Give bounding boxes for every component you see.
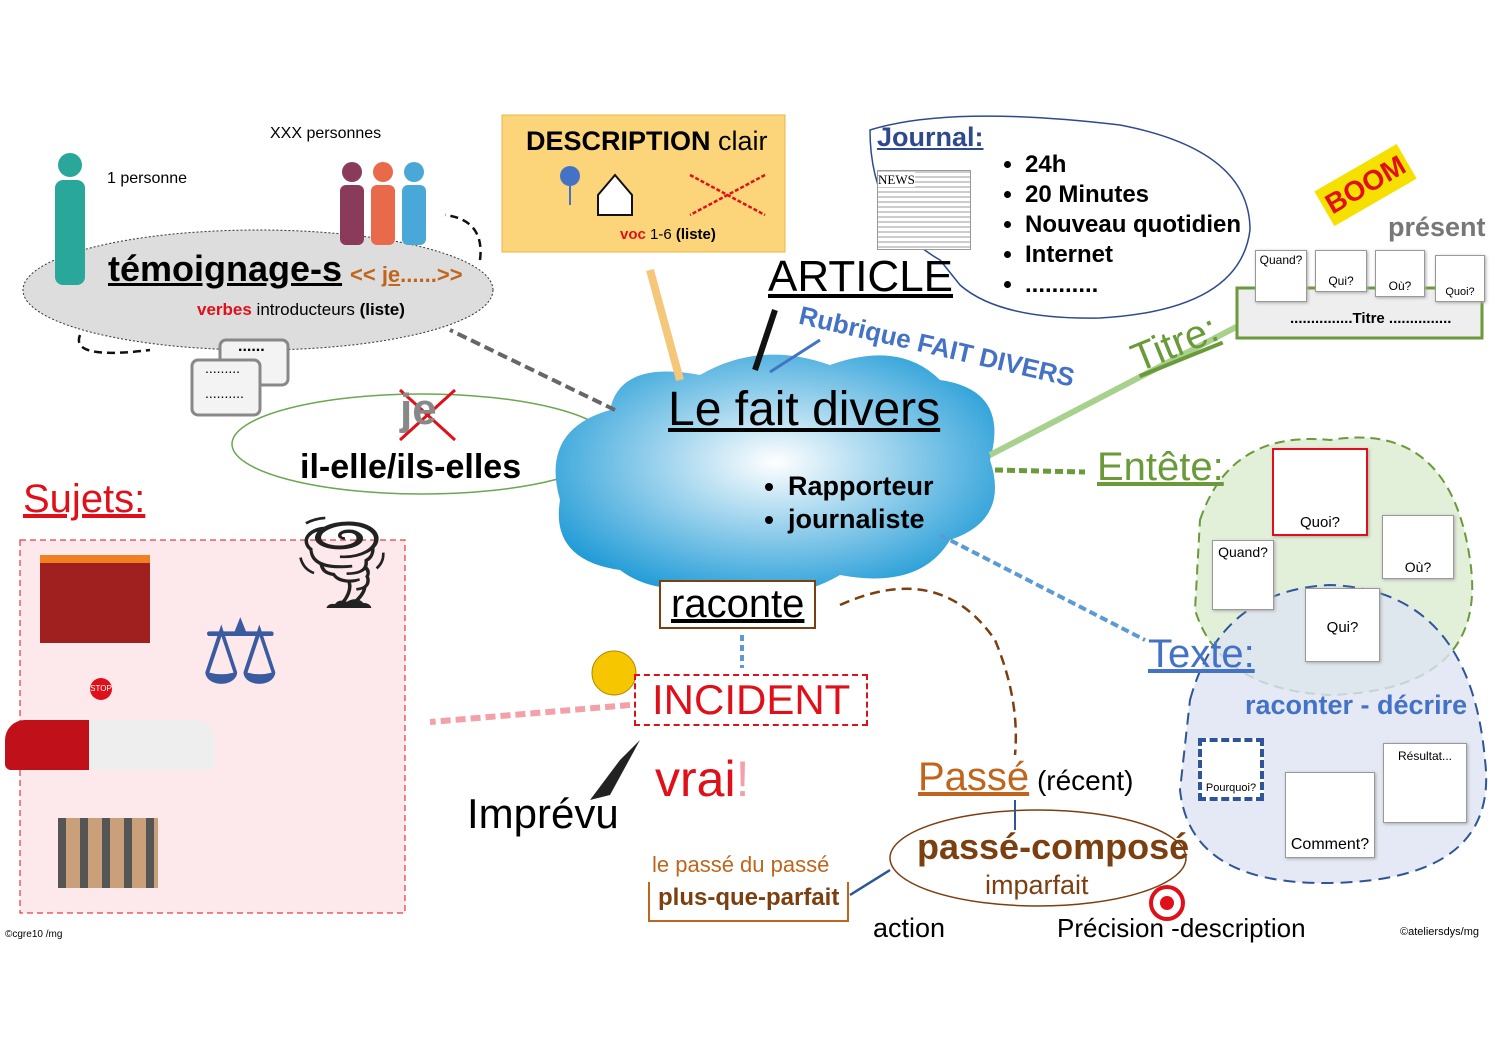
texte-card-resultat: Résultat... — [1383, 743, 1467, 823]
je-quote: << je......>> — [350, 262, 463, 288]
entete-label: Entête: — [1097, 445, 1224, 489]
sad-face-icon — [591, 650, 637, 696]
voc-range: 1-6 — [645, 226, 676, 243]
titre-card-ou: Où? — [1375, 250, 1425, 297]
vrai-word: vrai — [655, 751, 736, 807]
voc-liste: (liste) — [675, 226, 716, 243]
prison-icon — [58, 818, 158, 888]
pc-ellipse — [889, 809, 1187, 907]
imparfait-label: imparfait — [985, 870, 1089, 900]
passe-label: Passé (récent) — [918, 755, 1133, 800]
description-word: DESCRIPTION — [526, 126, 711, 156]
crossed-je: je — [400, 385, 437, 434]
entete-card-quand: Quand? — [1212, 540, 1274, 610]
je-word: je — [381, 262, 401, 287]
raconte-box: raconte — [659, 580, 817, 629]
journal-item: ........... — [1025, 270, 1241, 300]
cloud-shape — [555, 354, 995, 594]
center-bullet: journaliste — [788, 503, 934, 536]
credit-right: ©ateliersdys/mg — [1400, 926, 1480, 938]
entete-card-quoi: Quoi? — [1272, 448, 1368, 536]
description-title: DESCRIPTION clair — [526, 126, 768, 157]
verbes-word: verbes — [197, 300, 252, 319]
bubble-dots-2: ......... — [205, 360, 241, 376]
newspaper-icon: NEWS — [877, 170, 971, 250]
bubble-dots-1: ...... — [238, 338, 265, 355]
journal-list: 24h 20 Minutes Nouveau quotidien Interne… — [985, 150, 1241, 300]
bubble-dots-3: .......... — [205, 385, 244, 401]
news-label: NEWS — [878, 172, 915, 187]
house-fire-icon — [40, 555, 150, 643]
clair-word: clair — [710, 126, 768, 156]
entete-card-qui: Qui? — [1305, 588, 1380, 662]
titre-card-quand: Quand? — [1255, 250, 1307, 302]
present-label: présent — [1388, 212, 1486, 242]
temoignage-title: témoignage-s — [108, 248, 343, 289]
car-crash-icon — [5, 720, 215, 770]
sujets-label: Sujets: — [23, 477, 146, 521]
pqp-box: plus-que-parfait — [648, 882, 850, 922]
passe-word: Passé — [918, 755, 1030, 799]
titre-bar-text: ...............Titre ............... — [1290, 310, 1452, 327]
precision-label: Précision -description — [1057, 913, 1306, 943]
many-persons-label: XXX personnes — [270, 125, 382, 142]
center-bullets: Rapporteur journaliste — [750, 470, 934, 536]
voc-line: voc 1-6 (liste) — [620, 226, 716, 243]
journal-item: Internet — [1025, 240, 1241, 270]
article-title: ARTICLE — [768, 252, 954, 301]
tornado-icon: 🌪 — [285, 513, 400, 613]
pqp-caption: le passé du passé — [652, 852, 830, 877]
entete-card-ou: Où? — [1382, 515, 1454, 579]
stop-sign-icon: STOP — [90, 678, 112, 700]
one-person-label: 1 personne — [107, 170, 188, 187]
scale-icon: ⚖ — [200, 603, 281, 703]
pronoun-text: il-elle/ils-elles — [300, 448, 522, 486]
raconter-decrire: raconter - décrire — [1245, 690, 1468, 720]
titre-card-qui: Qui? — [1315, 250, 1367, 292]
journal-item: 24h — [1025, 150, 1241, 180]
recent-word: (récent) — [1029, 765, 1134, 796]
introducteurs-word: introducteurs — [251, 300, 360, 319]
je-close: ......>> — [400, 262, 463, 287]
vrai-label: vrai! — [655, 750, 749, 808]
center-title: Le fait divers — [668, 383, 941, 436]
liste-word: (liste) — [359, 300, 405, 319]
center-bullet: Rapporteur — [788, 470, 934, 503]
description-box — [501, 114, 786, 253]
journal-bubble — [869, 115, 1251, 319]
journal-title: Journal: — [877, 122, 984, 152]
journal-item: Nouveau quotidien — [1025, 210, 1241, 240]
verbes-introducteurs: verbes introducteurs (liste) — [197, 300, 405, 320]
texte-card-pourquoi: Pourquoi? — [1198, 738, 1264, 801]
incident-box: INCIDENT — [634, 674, 869, 726]
voc-word: voc — [620, 226, 646, 243]
je-open: << — [350, 262, 382, 287]
texte-label: Texte: — [1148, 632, 1255, 676]
imprevu-label: Imprévu — [467, 790, 619, 837]
action-label: action — [873, 913, 946, 943]
credit-left: ©cgre10 /mg — [5, 929, 63, 940]
journal-item: 20 Minutes — [1025, 180, 1241, 210]
passe-compose-label: passé-composé — [917, 826, 1190, 867]
vrai-excl: ! — [735, 751, 750, 807]
titre-card-quoi: Quoi? — [1435, 255, 1485, 302]
texte-card-comment: Comment? — [1285, 772, 1375, 858]
